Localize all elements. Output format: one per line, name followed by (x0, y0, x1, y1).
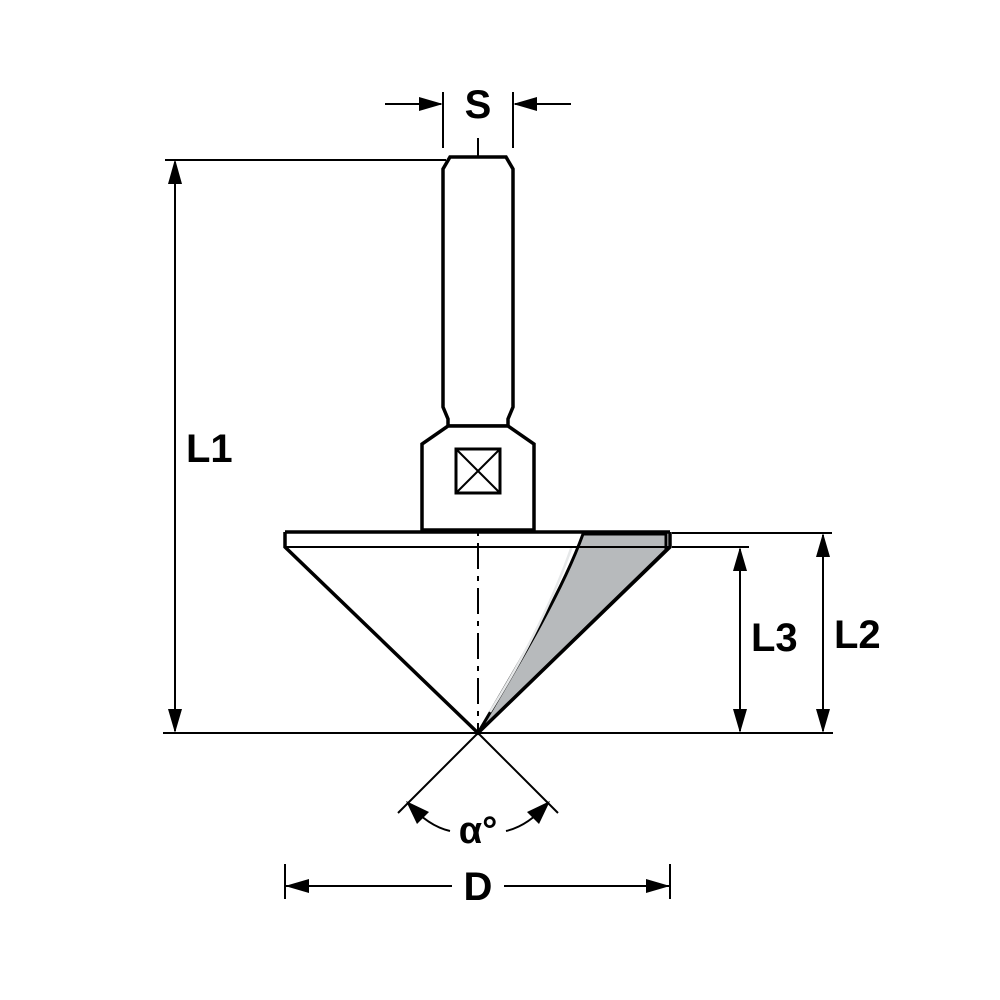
l3-arrowhead-bottom (733, 709, 747, 733)
l1-arrowhead-top (168, 159, 182, 184)
drive-square-marker (454, 447, 502, 495)
d-arrowhead-left (285, 879, 309, 893)
s-arrowhead-right (513, 97, 537, 111)
angle-arrowhead-left (406, 801, 429, 824)
label-tip-angle: α° (459, 810, 498, 852)
flute-face (476, 532, 668, 735)
l3-arrowhead-top (733, 547, 747, 571)
s-arrowhead-left (419, 97, 443, 111)
shank (441, 155, 515, 428)
drive-square-x-icon (455, 448, 501, 494)
l2-arrowhead-top (816, 533, 830, 557)
dimension-d: D (284, 864, 671, 909)
dimension-l2: L2 (672, 532, 881, 733)
flute-highlight-line (488, 545, 574, 713)
dimension-l3: L3 (672, 546, 798, 733)
angle-flank-lines (397, 732, 559, 814)
s-extension-lines (442, 92, 514, 148)
label-diameter: D (464, 865, 493, 909)
d-extension-lines (284, 864, 671, 899)
label-head-height: L2 (834, 613, 881, 657)
dimension-angle: α° (397, 732, 559, 852)
l2-arrowhead-bottom (816, 709, 830, 733)
d-arrowhead-right (646, 879, 670, 893)
label-cutting-depth: L3 (751, 616, 798, 660)
l1-arrowhead-bottom (168, 709, 182, 733)
dimension-l1: L1 (163, 159, 833, 734)
label-shank-diameter: S (465, 83, 492, 127)
angle-arrowhead-right (527, 801, 550, 824)
dimension-s: S (385, 83, 571, 148)
label-overall-length: L1 (186, 427, 233, 471)
